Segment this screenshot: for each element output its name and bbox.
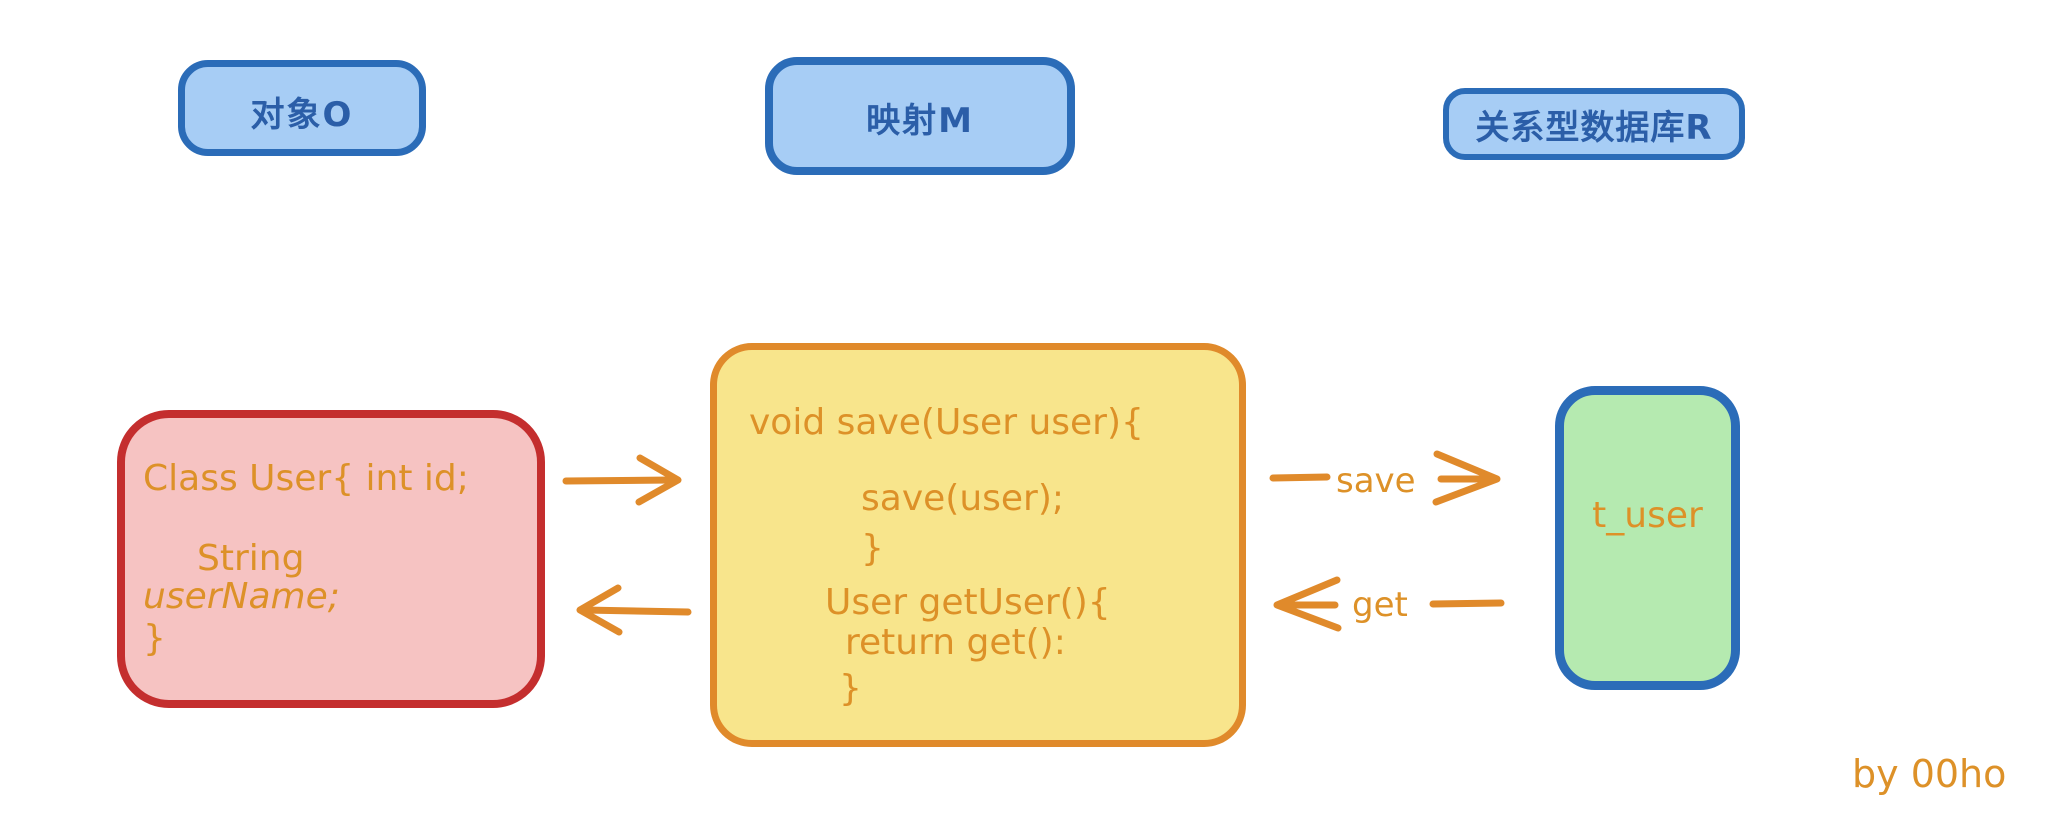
header-box-object-label: 对象O [250,95,354,135]
class-code-line-4: } [143,618,166,659]
header-box-database: 关系型数据库R [1443,88,1745,160]
mapper-code-line-6: } [839,668,862,709]
class-code-line-3: userName; [143,576,340,617]
header-box-mapping: 映射M [765,57,1075,175]
table-t-user-label: t_user [1592,495,1703,536]
header-box-object: 对象O [178,60,426,156]
class-code-line-2: String [197,538,305,579]
mapper-code-line-2: save(user); [861,478,1065,519]
arrow-database-to-mapper [1273,576,1505,632]
class-code-line-1: Class User{ int id; [143,458,469,499]
mapper-code-line-4: User getUser(){ [825,582,1111,623]
mapper-code-line-1: void save(User user){ [749,402,1144,443]
header-box-mapping-label: 映射M [866,101,974,141]
mapper-methods-box: void save(User user){ save(user); } User… [710,343,1246,747]
arrow-class-to-mapper [562,454,682,506]
mapper-code-line-5: return get(): [845,622,1066,663]
author-signature: by 00ho [1852,752,2007,796]
header-box-database-label: 关系型数据库R [1475,108,1713,148]
arrow-mapper-to-class [576,584,692,636]
class-user-box: Class User{ int id; String userName; } [117,410,545,708]
table-t-user-box: t_user [1555,386,1740,690]
arrow-mapper-to-database [1269,450,1501,506]
mapper-code-line-3: } [861,528,884,569]
